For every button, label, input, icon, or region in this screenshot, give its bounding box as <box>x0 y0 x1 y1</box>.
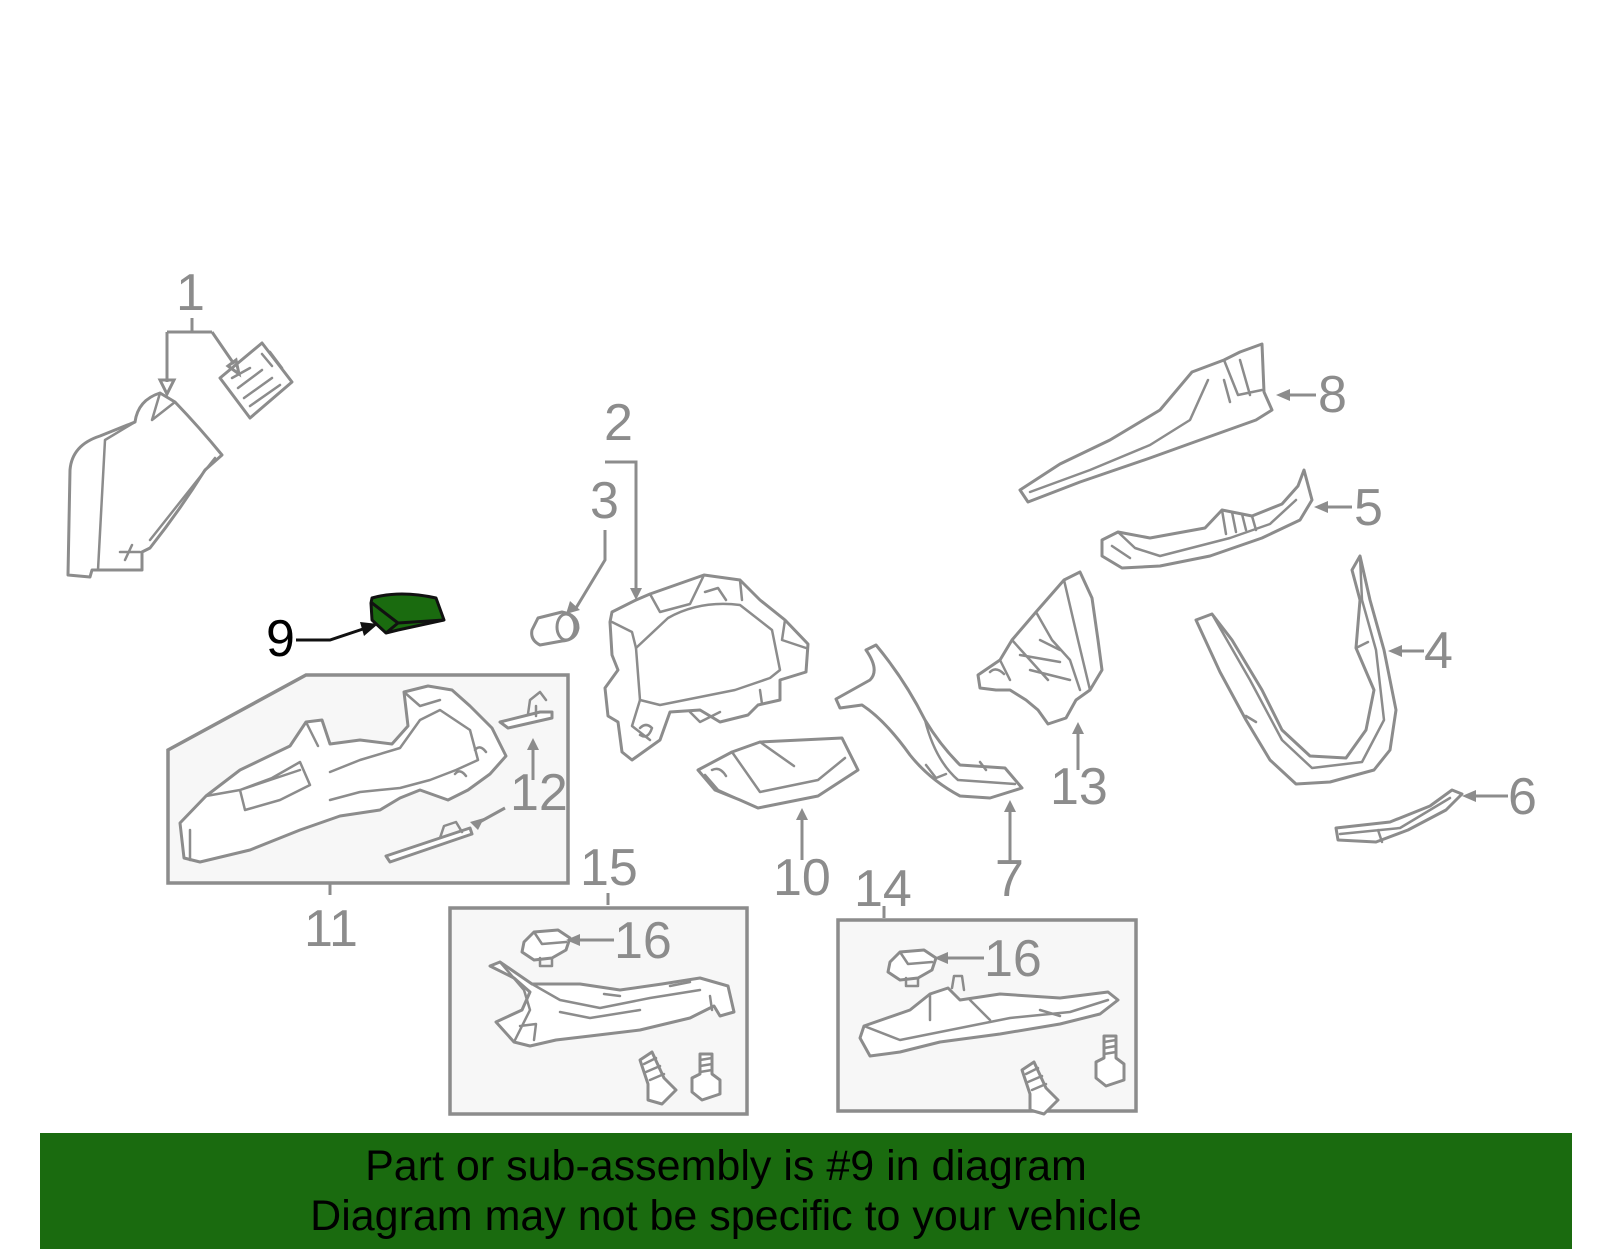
part-14-group[interactable]: 16 14 <box>836 860 1138 1116</box>
callout-11: 11 <box>304 900 358 958</box>
part-6-small-trim[interactable] <box>1334 788 1464 844</box>
part-1-side-panel[interactable] <box>66 391 224 579</box>
banner-line-1: Part or sub-assembly is #9 in diagram <box>365 1142 1087 1190</box>
part-4-group[interactable]: 4 <box>1194 554 1453 786</box>
callout-9: 9 <box>266 610 295 668</box>
part-13-bracket[interactable] <box>976 570 1104 726</box>
part-10-lower-trim[interactable] <box>696 736 860 810</box>
part-16-clip-a[interactable] <box>520 928 572 962</box>
callout-14: 14 <box>854 860 912 918</box>
part-11-center-console[interactable] <box>178 684 508 864</box>
part-7-curved-trim[interactable] <box>834 643 1024 800</box>
part-3-group[interactable]: 3 <box>530 472 619 647</box>
callout-16-box-15: 16 <box>614 912 672 970</box>
callout-15: 15 <box>580 839 638 897</box>
part-8-group[interactable]: 8 <box>1018 342 1347 504</box>
callout-8: 8 <box>1318 366 1347 424</box>
callout-10: 10 <box>773 849 831 907</box>
part-16-clip-b[interactable] <box>886 948 938 982</box>
part-5-vent-trim[interactable] <box>1100 468 1314 570</box>
banner-line-2: Diagram may not be specific to your vehi… <box>310 1192 1142 1240</box>
callout-13: 13 <box>1050 758 1108 816</box>
part-1-label-plate[interactable] <box>218 341 294 420</box>
part-15-group[interactable]: 16 15 <box>448 839 749 1116</box>
callout-12: 12 <box>510 764 568 822</box>
part-7-group[interactable]: 7 <box>834 643 1024 908</box>
part-1-group[interactable]: 1 <box>66 264 294 579</box>
callout-16-box-14: 16 <box>984 930 1042 988</box>
part-9-highlighted-cover[interactable] <box>369 592 446 635</box>
part-9-group[interactable]: 9 <box>266 592 446 668</box>
callout-7: 7 <box>995 850 1024 908</box>
part-15-lower-panel[interactable] <box>488 960 736 1048</box>
callout-4: 4 <box>1424 622 1453 680</box>
callout-3: 3 <box>590 472 619 530</box>
part-11-group[interactable]: 12 11 <box>166 673 570 958</box>
part-10-group[interactable]: 10 <box>696 736 860 907</box>
part-8-upper-trim[interactable] <box>1018 342 1274 504</box>
part-15-screw-a[interactable] <box>638 1050 678 1106</box>
callout-2: 2 <box>604 394 633 452</box>
part-5-group[interactable]: 5 <box>1100 468 1383 570</box>
part-4-u-trim[interactable] <box>1194 554 1398 786</box>
callout-5: 5 <box>1354 479 1383 537</box>
part-2-group[interactable]: 2 <box>603 394 810 762</box>
callout-1: 1 <box>176 264 205 322</box>
info-banner: Part or sub-assembly is #9 in diagram Di… <box>40 1133 1572 1249</box>
part-14-screw-a[interactable] <box>1020 1060 1060 1116</box>
part-13-group[interactable]: 13 <box>976 570 1108 816</box>
callout-6: 6 <box>1508 768 1537 826</box>
part-12-upper-clip[interactable] <box>498 710 554 730</box>
part-6-group[interactable]: 6 <box>1334 768 1537 844</box>
part-12-lower-clip[interactable] <box>384 826 474 864</box>
part-2-cluster-housing[interactable] <box>603 573 810 762</box>
